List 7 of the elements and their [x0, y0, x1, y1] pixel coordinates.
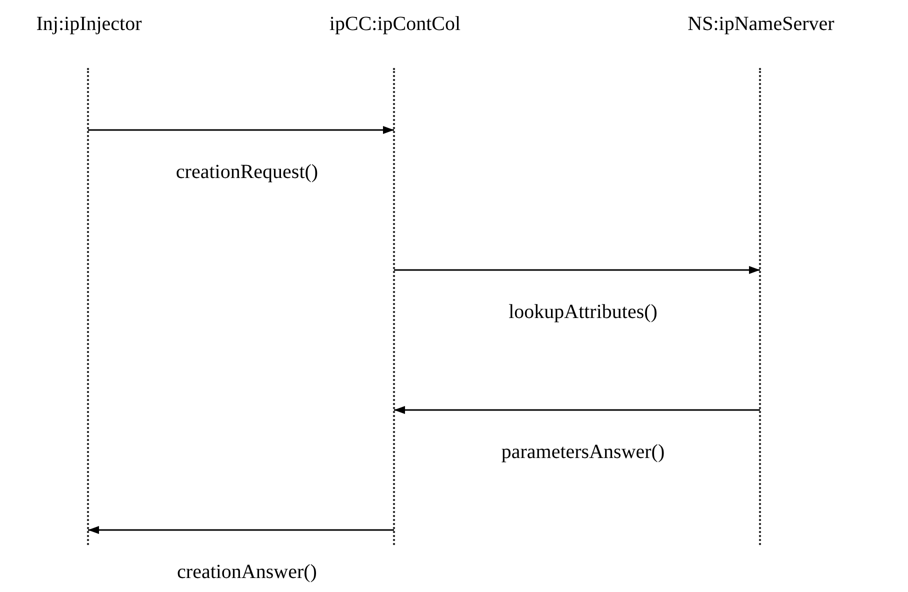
participant-label: Inj:ipInjector — [36, 12, 142, 36]
message-arrow — [88, 526, 394, 534]
participant-label: NS:ipNameServer — [688, 12, 834, 36]
message-arrow — [394, 266, 760, 274]
participant-label: ipCC:ipContCol — [329, 12, 461, 36]
message-arrow — [394, 406, 760, 414]
message-arrow — [88, 126, 394, 134]
